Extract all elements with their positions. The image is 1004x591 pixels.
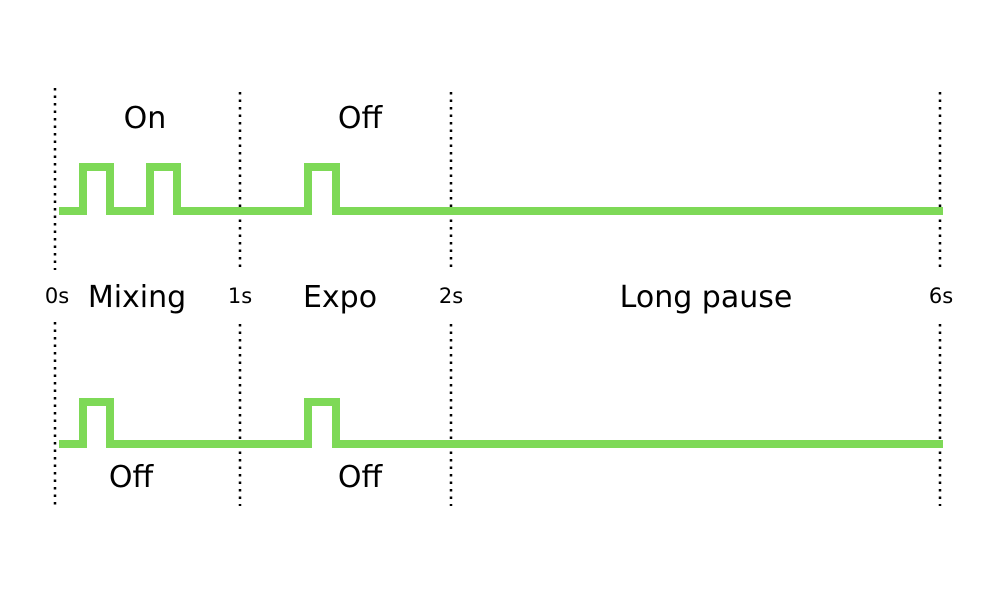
tick-label-0s: 0s (45, 284, 69, 308)
phase-label-long-pause: Long pause (620, 280, 793, 315)
tick-label-6s: 6s (929, 284, 953, 308)
dividers-upper (53, 88, 942, 270)
signal-bottom-label-mixing: Off (109, 460, 155, 495)
phase-label-mixing: Mixing (88, 280, 186, 315)
signal-top-label-expo: Off (338, 101, 384, 136)
signal-bottom-waveform (59, 398, 943, 448)
dividers-lower (53, 322, 942, 506)
signal-bottom-label-expo: Off (338, 460, 384, 495)
signal-top-label-mixing: On (124, 101, 167, 136)
tick-label-2s: 2s (439, 284, 463, 308)
phase-label-expo: Expo (303, 280, 377, 315)
tick-label-1s: 1s (228, 284, 252, 308)
signal-top-waveform (59, 163, 943, 215)
